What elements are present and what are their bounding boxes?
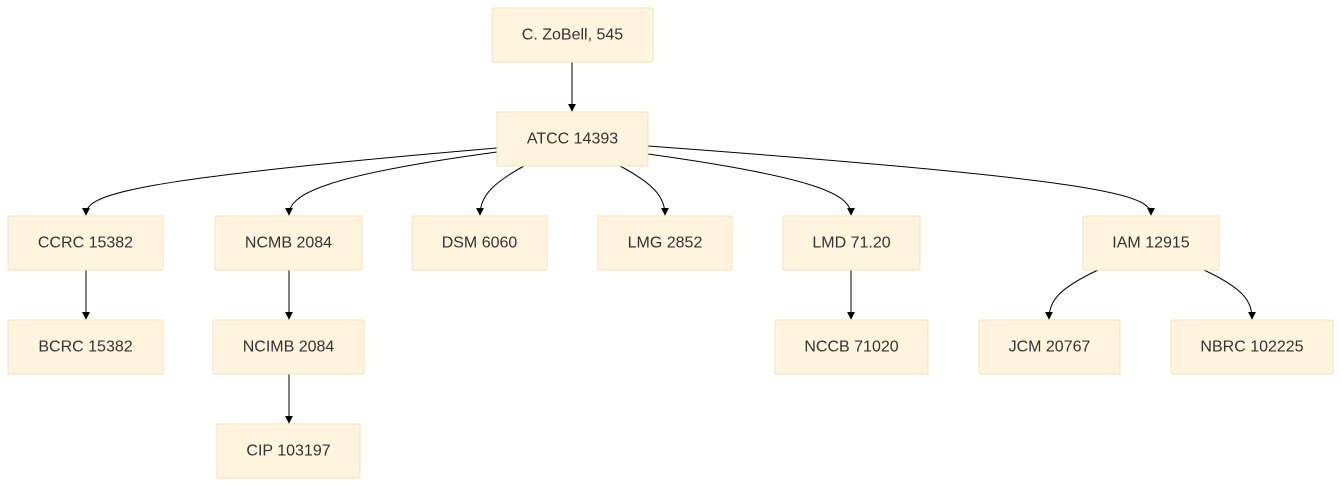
edge-iam-to-nbrc xyxy=(1203,269,1256,320)
node-box-ncimb xyxy=(212,319,365,375)
node-label-nbrc: NBRC 102225 xyxy=(1200,339,1303,356)
node-label-ncimb: NCIMB 2084 xyxy=(243,339,335,356)
edge-atcc-to-lmd xyxy=(647,153,855,216)
node-label-ncmb: NCMB 2084 xyxy=(245,235,332,252)
node-cip: CIP 103197 xyxy=(216,423,361,479)
node-label-lmg: LMG 2852 xyxy=(628,235,703,252)
node-label-iam: IAM 12915 xyxy=(1112,235,1189,252)
node-box-nccb xyxy=(774,319,929,375)
edge-atcc-to-dsm xyxy=(476,165,525,216)
node-label-dsm: DSM 6060 xyxy=(442,235,518,252)
node-label-cip: CIP 103197 xyxy=(246,443,330,460)
node-label-jcm: JCM 20767 xyxy=(1009,339,1091,356)
node-ncimb: NCIMB 2084 xyxy=(212,319,365,375)
node-label-ccrc: CCRC 15382 xyxy=(38,235,133,252)
edge-iam-to-jcm xyxy=(1045,269,1099,320)
edge-atcc-to-ccrc xyxy=(82,147,498,216)
node-iam: IAM 12915 xyxy=(1082,215,1220,271)
node-lmg: LMG 2852 xyxy=(597,215,733,271)
node-label-bcrc: BCRC 15382 xyxy=(38,339,132,356)
node-zobell: C. ZoBell, 545 xyxy=(491,7,654,63)
edge-atcc-to-ncmb xyxy=(285,151,498,216)
node-label-nccb: NCCB 71020 xyxy=(804,339,898,356)
node-ccrc: CCRC 15382 xyxy=(7,215,164,271)
node-dsm: DSM 6060 xyxy=(411,215,548,271)
node-box-cip xyxy=(216,423,361,479)
node-box-zobell xyxy=(491,7,654,63)
node-jcm: JCM 20767 xyxy=(978,319,1121,375)
node-box-jcm xyxy=(978,319,1121,375)
node-nbrc: NBRC 102225 xyxy=(1170,319,1334,375)
node-label-lmd: LMD 71.20 xyxy=(812,235,890,252)
node-nccb: NCCB 71020 xyxy=(774,319,929,375)
node-box-bcrc xyxy=(7,319,164,375)
node-atcc: ATCC 14393 xyxy=(496,111,649,167)
node-box-dsm xyxy=(411,215,548,271)
node-box-iam xyxy=(1082,215,1220,271)
node-label-zobell: C. ZoBell, 545 xyxy=(522,27,623,44)
node-box-nbrc xyxy=(1170,319,1334,375)
node-box-ccrc xyxy=(7,215,164,271)
edge-atcc-to-lmg xyxy=(619,165,669,216)
node-lmd: LMD 71.20 xyxy=(782,215,921,271)
node-box-atcc xyxy=(496,111,649,167)
edges xyxy=(82,61,1256,424)
node-ncmb: NCMB 2084 xyxy=(214,215,363,271)
node-box-lmg xyxy=(597,215,733,271)
node-label-atcc: ATCC 14393 xyxy=(527,131,618,148)
node-box-ncmb xyxy=(214,215,363,271)
node-bcrc: BCRC 15382 xyxy=(7,319,164,375)
edge-atcc-to-iam xyxy=(647,145,1155,216)
node-box-lmd xyxy=(782,215,921,271)
